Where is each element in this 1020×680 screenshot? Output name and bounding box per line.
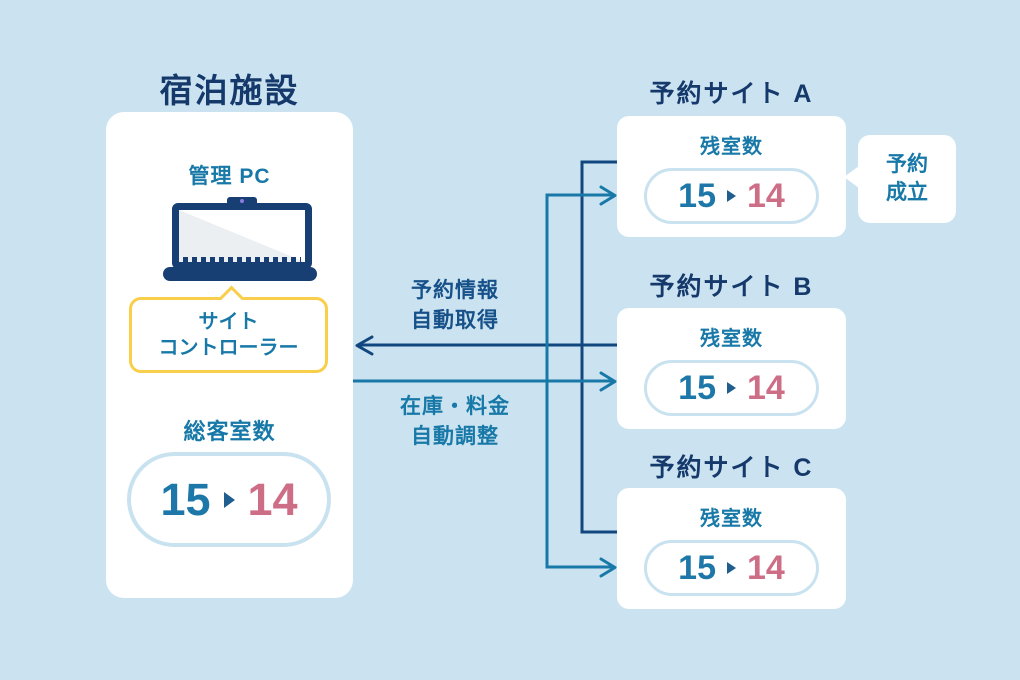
site-c-title: 予約サイト C xyxy=(649,454,814,482)
callout-line2: 成立 xyxy=(886,181,928,204)
site-a-rooms-pill: 15 14 xyxy=(644,168,819,224)
remaining-rooms-label: 残室数 xyxy=(700,328,763,350)
laptop-keyboard xyxy=(183,257,301,262)
laptop-base xyxy=(163,267,317,281)
site-c-rooms-pill: 15 14 xyxy=(644,540,819,596)
rooms-before-value: 15 xyxy=(678,368,716,407)
site-controller-bubble: サイト コントローラー xyxy=(129,285,328,373)
transition-arrow-icon xyxy=(727,382,736,394)
transition-arrow-icon xyxy=(727,190,736,202)
flow-label-line: 予約情報 xyxy=(411,279,499,302)
rooms-after-value: 14 xyxy=(747,368,785,407)
rooms-after-value: 14 xyxy=(747,176,785,215)
site-b-rooms-pill: 15 14 xyxy=(644,360,819,416)
laptop-camera-notch xyxy=(227,197,257,206)
arrowhead-left-icon xyxy=(355,335,374,356)
bubble-tail-left-icon xyxy=(844,166,859,188)
rooms-before-value: 15 xyxy=(678,548,716,587)
inventory-adjust-flow-label: 在庫・料金 自動調整 xyxy=(380,392,530,453)
site-a-card: 残室数 15 14 xyxy=(617,116,846,237)
site-c-card: 残室数 15 14 xyxy=(617,488,846,609)
total-rooms-pill: 15 14 xyxy=(127,452,331,547)
rooms-before-value: 15 xyxy=(678,176,716,215)
booking-info-flow-label: 予約情報 自動取得 xyxy=(380,276,530,337)
laptop-icon xyxy=(106,112,353,598)
arrowhead-right-site-a-icon xyxy=(599,185,617,206)
booking-info-trunk-line xyxy=(580,160,617,534)
transition-arrow-icon xyxy=(223,491,235,508)
site-b-card: 残室数 15 14 xyxy=(617,308,846,429)
remaining-rooms-label: 残室数 xyxy=(700,508,763,530)
remaining-rooms-label: 残室数 xyxy=(700,136,763,158)
total-rooms-label: 総客室数 xyxy=(183,419,276,444)
flow-label-line: 自動取得 xyxy=(411,309,499,333)
callout-line1: 予約 xyxy=(886,152,928,176)
rooms-after-value: 14 xyxy=(247,473,298,525)
rooms-after-value: 14 xyxy=(747,548,785,587)
booking-confirmed-callout: 予約 成立 xyxy=(844,135,956,223)
site-a-title: 予約サイト A xyxy=(649,80,814,108)
rooms-before-value: 15 xyxy=(160,473,211,525)
arrowhead-right-site-c-icon xyxy=(599,557,617,578)
transition-arrow-icon xyxy=(727,562,736,574)
facility-card: 管理 PC サイト コントローラー 総客室数 15 14 xyxy=(106,112,353,598)
site-controller-label-line1: サイト xyxy=(198,311,259,333)
site-controller-label-line2: コントローラー xyxy=(158,337,299,359)
facility-title: 宿泊施設 xyxy=(159,72,300,109)
laptop-screen xyxy=(172,203,312,269)
arrowhead-right-site-b-icon xyxy=(599,371,617,392)
site-b-title: 予約サイト B xyxy=(649,273,814,301)
flow-label-line: 在庫・料金 xyxy=(400,395,510,418)
management-pc-label: 管理 PC xyxy=(188,165,271,188)
flow-label-line: 自動調整 xyxy=(411,425,499,449)
